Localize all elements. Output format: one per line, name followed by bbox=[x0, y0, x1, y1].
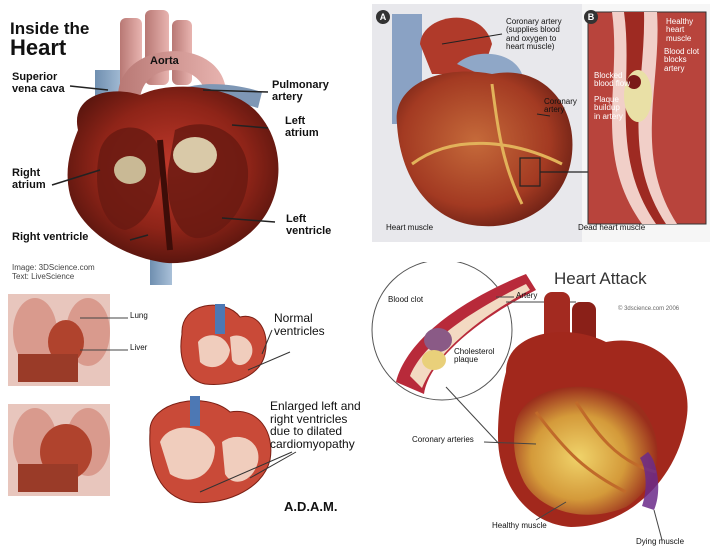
panel-inside-the-heart: Inside the Heart Aorta Superior vena cav… bbox=[0, 0, 360, 290]
inside-heart-title-line1: Inside the bbox=[10, 19, 90, 38]
label-normal-ventricles: Normal ventricles bbox=[274, 311, 325, 338]
label-superior-vena-cava: Superior vena cava bbox=[12, 71, 65, 95]
label-pulmonary-artery: Pulmonary artery bbox=[272, 79, 329, 103]
panel-coronary-blockage: A B Coronary artery (supplies blood and … bbox=[372, 4, 710, 242]
label-blocked-blood-flow: Blocked blood flow bbox=[594, 71, 631, 89]
label-right-atrium: Right atrium bbox=[12, 167, 46, 191]
label-healthy-muscle: Healthy muscle bbox=[492, 521, 547, 530]
label-heart-muscle: Heart muscle bbox=[386, 223, 434, 232]
label-right-ventricle: Right ventricle bbox=[12, 231, 89, 243]
cardiomyopathy-illustration bbox=[8, 294, 297, 504]
label-coronary-artery-main: Coronary artery (supplies blood and oxyg… bbox=[506, 17, 562, 52]
label-blood-clot-blocks-artery: Blood clot blocks artery bbox=[664, 47, 700, 73]
label-dying-muscle: Dying muscle bbox=[636, 537, 685, 546]
label-left-ventricle: Left ventricle bbox=[286, 213, 332, 237]
label-artery: Artery bbox=[516, 291, 538, 300]
adam-logo: A.D.A.M. bbox=[284, 499, 338, 514]
label-lung: Lung bbox=[130, 311, 148, 320]
heart-attack-credit: © 3dscience.com 2006 bbox=[618, 306, 680, 312]
panel-cardiomyopathy: Lung Liver Normal ventricles Enlarged le… bbox=[0, 292, 364, 524]
credit-image: Image: 3DScience.com bbox=[12, 263, 95, 272]
label-healthy-heart-muscle: Healthy heart muscle bbox=[666, 17, 694, 43]
label-aorta: Aorta bbox=[150, 55, 179, 67]
marker-a: A bbox=[376, 10, 390, 24]
label-liver: Liver bbox=[130, 343, 148, 352]
label-blood-clot: Blood clot bbox=[388, 295, 424, 304]
label-plaque-buildup: Plaque buildup in artery bbox=[594, 95, 623, 121]
label-cholesterol-plaque: Cholesterol plaque bbox=[454, 347, 495, 365]
label-coronary-artery: Coronary artery bbox=[544, 97, 577, 115]
label-dead-heart-muscle: Dead heart muscle bbox=[578, 223, 646, 232]
credit-text: Text: LiveScience bbox=[12, 272, 75, 281]
label-coronary-arteries: Coronary arteries bbox=[412, 435, 474, 444]
inside-heart-illustration bbox=[51, 10, 279, 285]
label-left-atrium: Left atrium bbox=[285, 115, 319, 139]
coronary-illustration bbox=[372, 4, 707, 242]
heart-attack-title: Heart Attack bbox=[554, 269, 647, 288]
inside-heart-title-line2: Heart bbox=[10, 35, 67, 60]
heart-attack-illustration bbox=[371, 262, 688, 541]
panel-heart-attack: Heart Attack © 3dscience.com 2006 Blood … bbox=[366, 262, 716, 546]
label-enlarged-ventricles: Enlarged left and right ventricles due t… bbox=[270, 399, 361, 451]
marker-b: B bbox=[584, 10, 598, 24]
